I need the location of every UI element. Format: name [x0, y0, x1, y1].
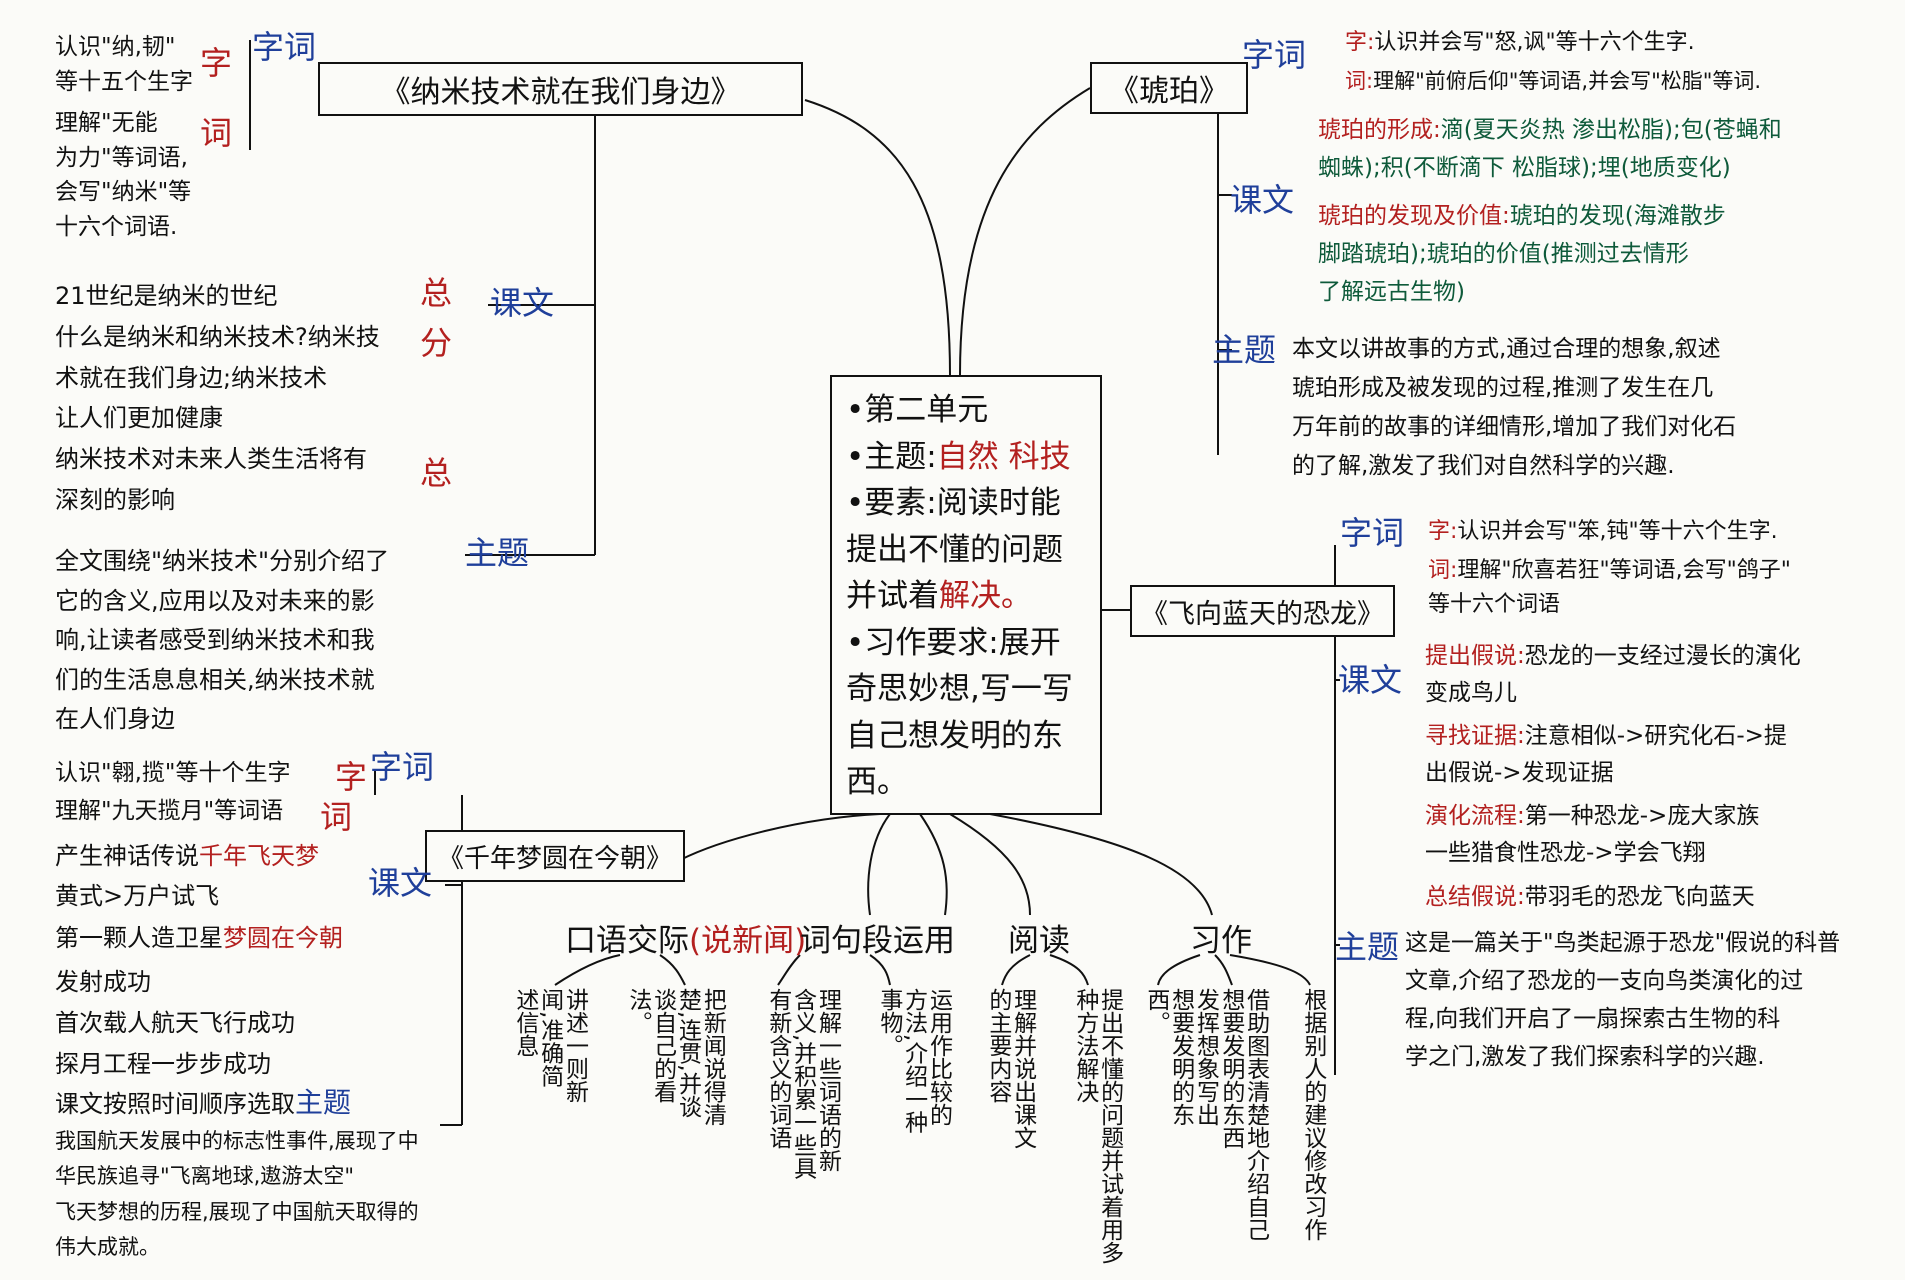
- dream-kewen-3: 第一颗人造卫星梦圆在今朝: [55, 924, 343, 952]
- amber-ci-label: 字词: [1242, 36, 1307, 74]
- write-leaf-c: 根据别人的建议修改习作: [1299, 988, 1326, 1241]
- amber-ci: 词:理解"前俯后仰"等词语,并会写"松脂"等词.: [1345, 69, 1762, 93]
- nano-zong-1: 总: [420, 274, 453, 312]
- read-label: 阅读: [1008, 923, 1070, 959]
- dream-zi-text: 认识"翱,揽"等十个生字: [55, 760, 291, 786]
- unit-writing: •习作要求:展开奇思妙想,写一写自己想发明的东西。: [846, 624, 1073, 801]
- dream-zhuti-text: 我国航天发展中的标志性事件,展现了中 华民族追寻"飞离地球,遨游太空" 飞天梦想…: [55, 1129, 419, 1259]
- dream-ci-text: 理解"九天揽月"等词语: [55, 798, 284, 824]
- dino-kewen-1: 提出假说:恐龙的一支经过漫长的演化 变成鸟儿: [1425, 643, 1801, 706]
- dream-title: 《千年梦圆在今朝》: [425, 830, 685, 882]
- nano-title: 《纳米技术就在我们身边》: [318, 62, 803, 116]
- nano-zhuti-label: 主题: [465, 534, 530, 572]
- nano-ci-mark: 词: [200, 114, 233, 152]
- read-leaf-a: 理解并说出课文的主要内容: [984, 988, 1036, 1149]
- write-label: 习作: [1190, 923, 1252, 959]
- dino-zhuti-label: 主题: [1335, 928, 1400, 966]
- oral-label: 口语交际(说新闻): [565, 923, 807, 959]
- nano-ci-label: 字词: [252, 28, 317, 66]
- dream-kewen-1: 产生神话传说千年飞天梦: [55, 842, 319, 870]
- oral-leaf-a: 讲述一则新闻,准确简述信息: [511, 988, 588, 1103]
- dream-kewen-rest: 发射成功 首次载人航天飞行成功 探月工程一步步成功: [55, 968, 295, 1078]
- write-leaf-a: 发挥想象写出想要发明的东西。: [1142, 988, 1219, 1126]
- nano-zong-2: 总: [420, 454, 453, 492]
- nano-fen: 分: [420, 324, 453, 362]
- dino-title: 《飞向蓝天的恐龙》: [1130, 585, 1395, 637]
- read-leaf-b: 提出不懂的问题并试着用多种方法解决: [1071, 988, 1123, 1264]
- amber-title: 《琥珀》: [1090, 62, 1248, 114]
- dino-kewen-4: 总结假说:带羽毛的恐龙飞向蓝天: [1425, 884, 1755, 910]
- dream-ci-mark: 词: [320, 798, 353, 836]
- dino-kewen-3: 演化流程:第一种恐龙->庞大家族 一些猎食性恐龙->学会飞翔: [1425, 803, 1760, 866]
- amber-zi: 字:认识并会写"怒,讽"等十六个生字.: [1345, 30, 1695, 55]
- nano-zi-mark: 字: [200, 44, 233, 82]
- amber-zhuti-label: 主题: [1212, 331, 1277, 369]
- unit-title: •第二单元: [846, 392, 989, 428]
- dino-kewen-label: 课文: [1338, 661, 1403, 699]
- oral-leaf-b: 把新闻说得清楚,连贯,并谈谈自己的看法。: [624, 988, 726, 1126]
- amber-kewen-1: 琥珀的形成:滴(夏天炎热 渗出松脂);包(苍蝇和 蜘蛛);积(不断滴下 松脂球)…: [1318, 117, 1782, 181]
- dream-kewen-2: 黄式>万户试飞: [55, 882, 220, 910]
- dino-zi: 字:认识并会写"笨,钝"等十六个生字.: [1428, 519, 1778, 544]
- dino-zhuti-text: 这是一篇关于"鸟类起源于恐龙"假说的科普 文章,介绍了恐龙的一支向鸟类演化的过 …: [1405, 930, 1841, 1070]
- dino-ci-label: 字词: [1340, 514, 1405, 552]
- write-leaf-b: 借助图表清楚地介绍自己想要发明的东西: [1217, 988, 1269, 1241]
- dino-kewen-2: 寻找证据:注意相似->研究化石->提 出假说->发现证据: [1425, 723, 1787, 786]
- dream-kewen-label: 课文: [368, 864, 433, 902]
- dream-zhuti-lead: 课文按照时间顺序选取主题: [55, 1086, 352, 1119]
- unit-theme: •主题:自然 科技: [846, 438, 1071, 475]
- amber-zhuti-text: 本文以讲故事的方式,通过合理的想象,叙述 琥珀形成及被发现的过程,推测了发生在几…: [1292, 336, 1737, 480]
- amber-kewen-2: 琥珀的发现及价值:琥珀的发现(海滩散步 脚踏琥珀);琥珀的价值(推测过去情形 了…: [1318, 203, 1726, 305]
- unit-element: •要素:阅读时能提出不懂的问题并试着解决。: [846, 485, 1063, 614]
- words-leaf-b: 运用作比较的方法,介绍一种事物。: [875, 988, 952, 1134]
- dino-ci: 词:理解"欣喜若狂"等词语,会写"鸽子" 等十六个词语: [1428, 558, 1791, 618]
- nano-ci-text: 理解"无能 为力"等词语, 会写"纳米"等 十六个词语.: [55, 110, 192, 240]
- dream-zi-mark: 字: [335, 758, 368, 796]
- nano-zi-text: 认识"纳,韧" 等十五个生字: [55, 34, 193, 95]
- words-label: 词句段运用: [800, 923, 955, 959]
- nano-kewen-label: 课文: [490, 284, 555, 322]
- center-unit-box: •第二单元 •主题:自然 科技 •要素:阅读时能提出不懂的问题并试着解决。 •习…: [830, 375, 1102, 815]
- dream-ci-label: 字词: [370, 748, 435, 786]
- amber-kewen-label: 课文: [1230, 181, 1295, 219]
- words-leaf-a: 理解一些词语的新含义,并积累一些具有新含义的词语: [764, 988, 841, 1180]
- dream-zhuti-label: 主题: [295, 1086, 352, 1119]
- nano-zhuti-text: 全文围绕"纳米技术"分别介绍了 它的含义,应用以及对未来的影 响,让读者感受到纳…: [55, 547, 390, 734]
- nano-kewen-text: 21世纪是纳米的世纪 什么是纳米和纳米技术?纳米技 术就在我们身边;纳米技术 让…: [55, 282, 380, 514]
